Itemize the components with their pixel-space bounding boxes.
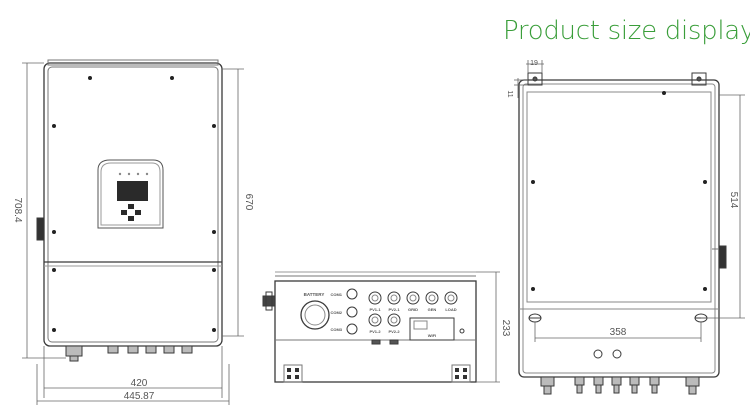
front-dimensions: [22, 62, 244, 405]
pv12-label: PV1-2: [369, 329, 381, 334]
front-keypad: [121, 204, 141, 221]
pv11-label: PV1-1: [369, 307, 381, 312]
mount-casing-inner: [522, 83, 716, 374]
pv21-label: PV2-1: [388, 307, 400, 312]
mount-dimensions: [514, 60, 745, 342]
front-side-handle: [36, 217, 45, 241]
com1-label: COM1: [330, 292, 342, 297]
front-led-dots: [118, 172, 149, 176]
front-overall-width-label: 445.87: [124, 391, 155, 402]
bottom-port-row: [368, 313, 401, 327]
side-left-connector: [262, 291, 276, 311]
front-height-label: 708.4: [12, 197, 23, 222]
side-bottom-blocks: [287, 368, 467, 379]
wifi-label: WIFI: [428, 333, 436, 338]
side-indicator: [459, 328, 465, 334]
battery-port: [300, 300, 330, 330]
mount-bracket-left: [527, 72, 543, 86]
front-display-module: [97, 159, 164, 229]
battery-label: BATTERY: [304, 292, 325, 297]
front-lcd-screen: [117, 181, 148, 201]
mount-width-label: 358: [610, 327, 627, 338]
front-inner-height-label: 670: [243, 194, 254, 211]
grid-label: GRID: [408, 307, 418, 312]
pv22-label: PV2-2: [388, 329, 400, 334]
side-dimensions: [476, 271, 500, 383]
mount-bolt-right: [612, 349, 622, 359]
com2-label: COM2: [330, 310, 342, 315]
side-casing: [274, 280, 477, 383]
battery-port-inner: [304, 304, 326, 326]
wifi-module: [409, 317, 455, 341]
mount-screws: [531, 91, 707, 291]
wifi-module-inner: [413, 320, 428, 330]
top-port-row: [368, 291, 458, 305]
side-height-label: 233: [500, 320, 511, 337]
mount-heatsink: [526, 91, 712, 303]
mount-side-offset-label: 11: [506, 90, 513, 97]
front-screws: [52, 76, 216, 332]
front-top-flange: [47, 59, 219, 66]
side-view: BATTERY COM1 COM2 COM3 PV1-1 PV2-1 GRID …: [262, 271, 511, 383]
load-label: LOAD: [445, 307, 456, 312]
front-width-label: 420: [131, 378, 148, 389]
front-display-module-inner: [100, 162, 161, 226]
mount-height-label: 514: [728, 192, 739, 209]
com-ports: [346, 288, 358, 335]
front-casing-inner: [47, 66, 219, 343]
mount-top-offset-label: 19: [530, 60, 538, 67]
front-view: 708.4 670 420 445.87: [12, 59, 254, 405]
mount-side-handle: [718, 245, 727, 269]
mount-bracket-right: [691, 72, 707, 86]
page-title: Product size display: [503, 16, 750, 46]
mount-view: 19 11 514 358: [506, 60, 745, 395]
mount-cable-glands: [540, 376, 700, 395]
gen-label: GEN: [428, 307, 437, 312]
com3-label: COM3: [330, 327, 342, 332]
mount-bolt-left: [593, 349, 603, 359]
front-cable-glands: [65, 345, 193, 362]
